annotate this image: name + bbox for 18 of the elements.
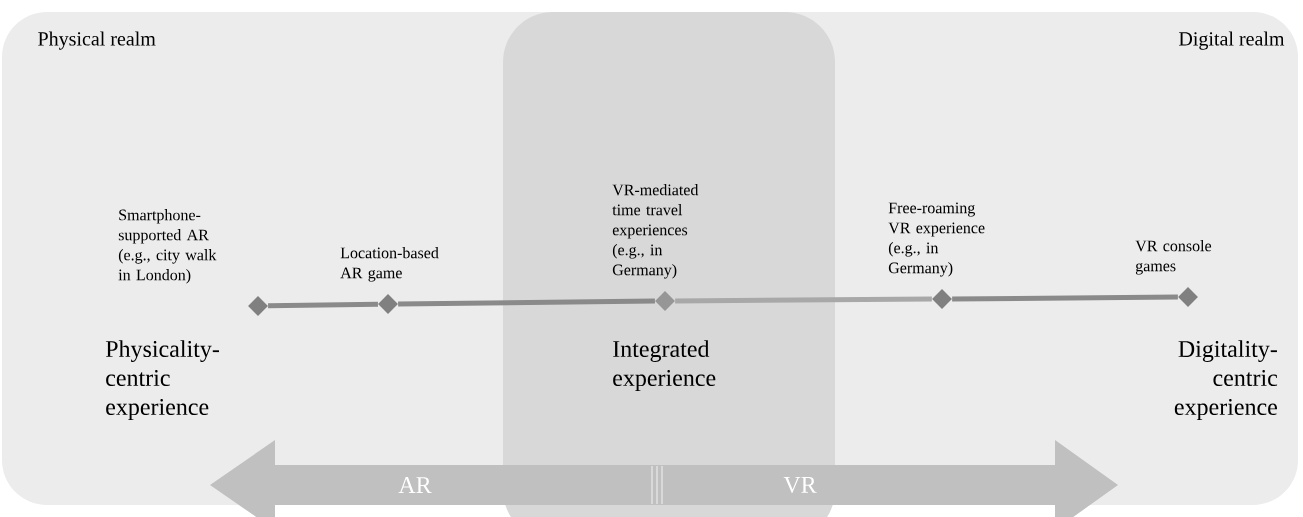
timeline-line: [398, 298, 655, 307]
diamond-marker: [248, 296, 268, 316]
category-label: Physicality-centric experience: [105, 340, 219, 420]
example-text: VR console games: [1135, 240, 1212, 275]
diamond-marker: [1178, 287, 1198, 307]
example-text: Smartphone-supported AR (e.g., city walk in London): [118, 209, 217, 284]
timeline-line: [268, 301, 378, 309]
category-label: Digitality-centric experience: [1174, 340, 1278, 420]
arrow-label: VR: [783, 476, 817, 494]
timeline-line: [952, 294, 1178, 302]
example-text: VR-mediated time travel experiences (e.g., in Germany): [612, 184, 699, 279]
timeline-line: [675, 296, 932, 304]
example-text: Free-roaming VR experience (e.g., in Germany): [888, 202, 985, 277]
diamond-marker: [932, 289, 952, 309]
diamond-marker: [655, 291, 675, 311]
arrow-label: AR: [398, 477, 432, 493]
diamond-marker: [378, 294, 398, 314]
example-text: Location-based AR game: [340, 247, 439, 282]
